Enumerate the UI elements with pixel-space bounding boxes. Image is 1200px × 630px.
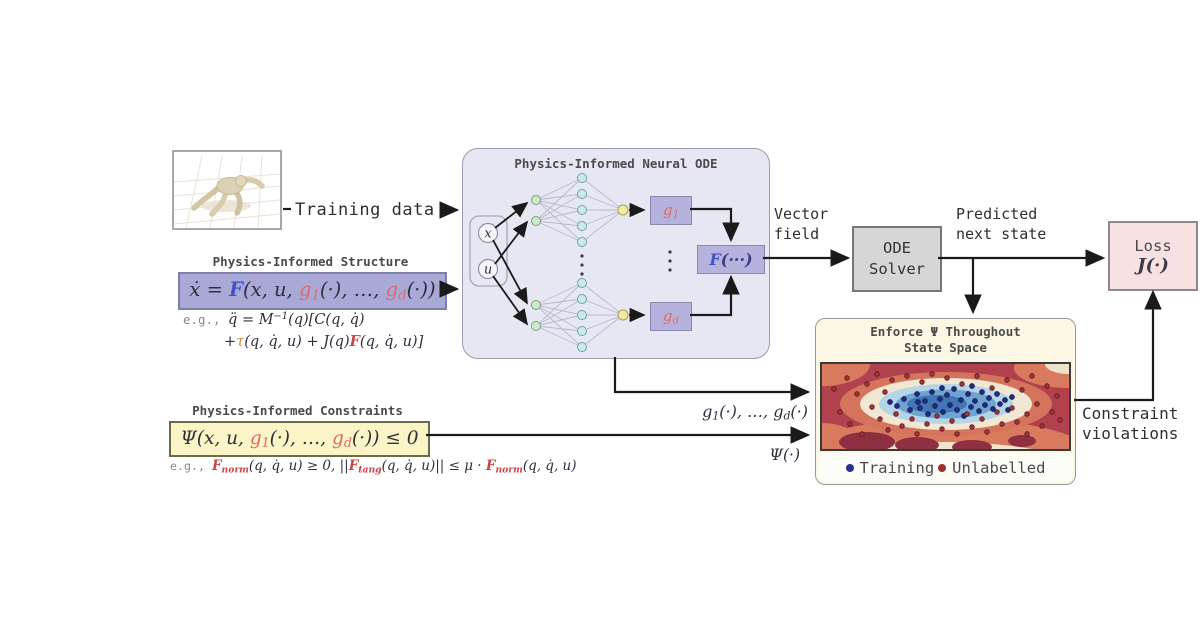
unlabelled-legend-dot: [938, 463, 947, 472]
enforce-panel: Enforce Ψ Throughout State Space: [815, 318, 1076, 485]
structure-equation: ẋ = F(x, u, g1(·), …, gd(·)): [189, 278, 436, 304]
gd-label: gd: [662, 306, 680, 327]
predicted-line2: next state: [956, 225, 1047, 243]
constraint-line2: violations: [1082, 424, 1179, 443]
constraint-violations-label: Constraint violations: [1082, 404, 1178, 444]
enforce-panel-title: Enforce Ψ Throughout State Space: [816, 324, 1075, 355]
F-box: F(···): [697, 245, 765, 274]
training-data-label: Training data: [295, 200, 435, 220]
arrow-g-outputs-to-panel: [613, 357, 811, 401]
constraints-example: e.g., Fnorm(q, q̇, u) ≥ 0, ||Ftang(q, q̇…: [170, 458, 577, 476]
constraint-line1: Constraint: [1082, 404, 1179, 423]
loss-symbol: J(·): [1137, 254, 1169, 276]
contour-legend: Training Unlabelled: [818, 453, 1073, 482]
constraints-heading: Physics-Informed Constraints: [192, 403, 403, 418]
arrow-violations-to-loss: [1074, 289, 1162, 402]
training-image: [172, 150, 282, 230]
ode-solver-line1: ODE: [883, 239, 911, 257]
psi-arrow-label: Ψ(·): [769, 446, 800, 464]
structure-heading: Physics-Informed Structure: [212, 254, 409, 269]
ant-robot-illustration: [173, 155, 281, 229]
structure-example-line1: e.g., q̈ = M−1(q)[C(q, q̇): [183, 311, 365, 328]
constraints-equation: Ψ(x, u, g1(·), …, gd(·)) ≤ 0: [180, 427, 419, 451]
loss-title: Loss: [1134, 236, 1172, 255]
training-legend-dot: [845, 463, 854, 472]
structure-example-line2: +τ(q, q̇, u) + J(q)F(q, q̇, u)]: [224, 333, 424, 350]
neural-ode-title: Physics-Informed Neural ODE: [514, 156, 718, 171]
loss-box: Loss J(·): [1108, 221, 1198, 291]
constraints-equation-box: Ψ(x, u, g1(·), …, gd(·)) ≤ 0: [169, 421, 430, 457]
state-space-contour: [820, 362, 1071, 451]
predicted-line1: Predicted: [956, 205, 1038, 223]
g1-box: g1: [650, 196, 692, 225]
ode-solver-line2: Solver: [869, 260, 925, 278]
unlabelled-legend-label: Unlabelled: [952, 458, 1046, 477]
vector-field-line2: field: [774, 225, 820, 243]
g1-label: g1: [662, 200, 680, 221]
ode-solver-box: ODE Solver: [852, 226, 942, 292]
F-label: F(···): [709, 250, 753, 269]
structure-equation-box: ẋ = F(x, u, g1(·), …, gd(·)): [178, 272, 447, 310]
scatter-points: [831, 371, 1063, 437]
robot-shadow: [201, 200, 251, 212]
gd-box: gd: [650, 302, 692, 331]
enforce-title-line1: Enforce Ψ Throughout: [870, 324, 1021, 339]
contour-shapes: [822, 364, 1069, 449]
g-outputs-arrow-label: g1(·), …, gd(·): [702, 402, 808, 423]
contour-plot: [822, 364, 1069, 449]
training-legend-label: Training: [859, 458, 935, 477]
predicted-next-state-label: Predicted next state: [956, 204, 1046, 244]
vector-field-line1: Vector: [774, 205, 829, 223]
enforce-title-line2: State Space: [904, 339, 987, 355]
ant-robot: [191, 175, 265, 217]
vector-field-label: Vector field: [774, 204, 828, 244]
